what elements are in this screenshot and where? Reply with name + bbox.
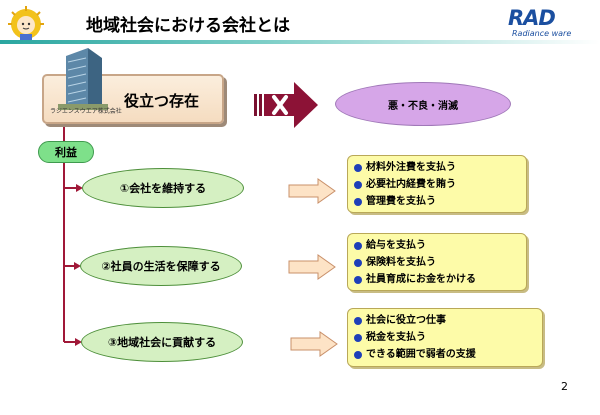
- role-ellipse: ③地域社会に貢献する: [81, 322, 243, 362]
- action-box: 給与を支払う 保険料を支払う 社員育成にお金をかける: [347, 233, 527, 291]
- page-title: 地域社会における会社とは: [86, 16, 290, 36]
- action-item: 社会に役立つ仕事: [354, 312, 542, 329]
- right-arrow-icon: [288, 178, 336, 204]
- action-box: 社会に役立つ仕事 税金を支払う できる範囲で弱者の支援: [347, 308, 543, 367]
- bullet-dot-icon: [354, 275, 362, 284]
- role-label: ①会社を維持する: [119, 182, 207, 195]
- right-arrow-icon: [288, 254, 336, 280]
- bullet-dot-icon: [354, 197, 362, 206]
- bullet-dot-icon: [354, 258, 362, 267]
- action-item: 保険料を支払う: [354, 254, 526, 271]
- action-text: 必要社内経費を賄う: [366, 179, 456, 190]
- profit-pill: 利益: [38, 141, 94, 163]
- result-label: 悪・不良・消滅: [388, 100, 458, 112]
- action-box: 材料外注費を支払う 必要社内経費を賄う 管理費を支払う: [347, 155, 527, 213]
- action-text: できる範囲で弱者の支援: [366, 349, 476, 360]
- action-item: 管理費を支払う: [354, 193, 526, 210]
- action-item: 社員育成にお金をかける: [354, 271, 526, 288]
- bullet-dot-icon: [354, 241, 362, 250]
- bullet-dot-icon: [354, 316, 362, 325]
- right-arrow-icon: [290, 331, 338, 357]
- action-text: 給与を支払う: [366, 240, 426, 251]
- role-ellipse: ①会社を維持する: [82, 168, 244, 208]
- action-text: 管理費を支払う: [366, 196, 436, 207]
- bullet-dot-icon: [354, 333, 362, 342]
- logo-main-text: RAD: [508, 6, 556, 30]
- action-item: できる範囲で弱者の支援: [354, 346, 542, 363]
- role-label: ②社員の生活を保障する: [101, 260, 221, 273]
- bullet-dot-icon: [354, 350, 362, 359]
- action-text: 税金を支払う: [366, 332, 426, 343]
- action-item: 必要社内経費を賄う: [354, 176, 526, 193]
- action-item: 材料外注費を支払う: [354, 159, 526, 176]
- profit-label: 利益: [55, 146, 77, 159]
- action-text: 保険料を支払う: [366, 257, 436, 268]
- role-ellipse: ②社員の生活を保障する: [80, 246, 242, 286]
- action-item: 税金を支払う: [354, 329, 542, 346]
- company-name: ラジエンスウエア株式会社: [50, 108, 122, 115]
- action-text: 社会に役立つ仕事: [366, 315, 446, 326]
- action-text: 社員育成にお金をかける: [366, 274, 476, 285]
- company-role-label: 役立つ存在: [124, 92, 200, 110]
- action-item: 給与を支払う: [354, 237, 526, 254]
- company-logo: RAD Radiance ware: [508, 8, 586, 42]
- header-divider: [0, 40, 600, 44]
- role-label: ③地域社会に貢献する: [107, 336, 217, 349]
- building-icon: [58, 48, 108, 110]
- bullet-dot-icon: [354, 163, 362, 172]
- x-arrow-icon: [254, 82, 318, 128]
- bullet-dot-icon: [354, 180, 362, 189]
- logo-sub-text: Radiance ware: [512, 29, 572, 38]
- mascot-sun-icon: [8, 6, 44, 44]
- action-text: 材料外注費を支払う: [366, 162, 456, 173]
- page-number: 2: [561, 380, 568, 393]
- result-ellipse: 悪・不良・消滅: [335, 82, 511, 126]
